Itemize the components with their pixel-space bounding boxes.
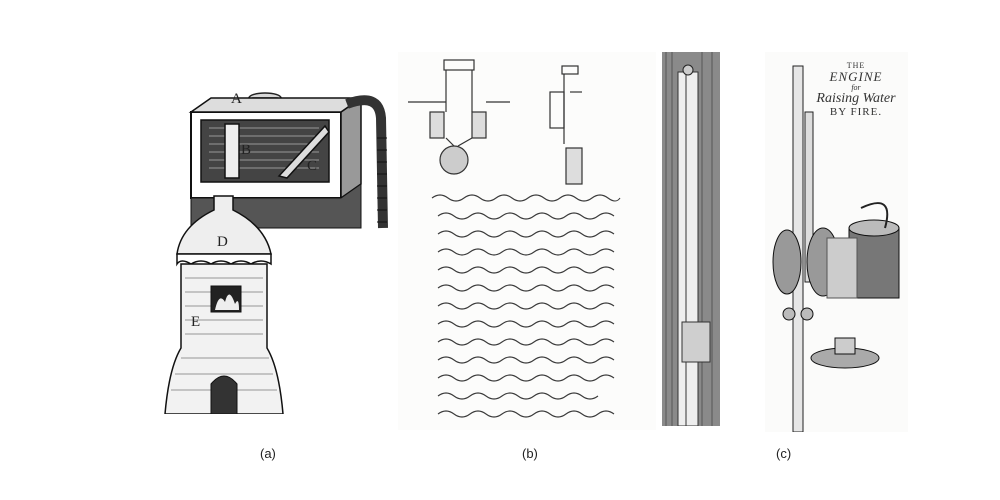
mine-shaft-illustration [662, 52, 720, 426]
engine-title-by-fire: BY FIRE. [829, 106, 883, 119]
furnace-illustration: A B C D E [164, 91, 388, 414]
caption-b: (b) [522, 446, 538, 461]
panel-b-manuscript [398, 52, 656, 430]
panel-c-shaft-strip [662, 52, 720, 426]
steam-engine-illustration [772, 65, 900, 432]
label-d: D [217, 234, 228, 250]
engine-title-the: THE [846, 61, 866, 70]
label-e: E [191, 314, 200, 330]
label-b: B [241, 142, 251, 158]
label-c: C [307, 158, 317, 174]
caption-c: (c) [776, 446, 792, 461]
engine-title-engine: ENGINE [829, 69, 883, 85]
manuscript-sketch-right [549, 65, 583, 185]
engine-title-raising-water: Raising Water [816, 91, 896, 107]
panel-c-steam-engine [765, 52, 908, 432]
manuscript-sketch-left [408, 59, 510, 175]
label-a: A [231, 91, 242, 107]
manuscript-illustration [408, 59, 621, 418]
handwritten-text-lines [431, 194, 621, 418]
panel-a-furnace-engraving: A B C D E [129, 78, 397, 414]
engine-title: THE ENGINE for Raising Water BY FIRE. [806, 61, 906, 119]
caption-a: (a) [260, 446, 276, 461]
engine-title-for: for [851, 83, 861, 93]
